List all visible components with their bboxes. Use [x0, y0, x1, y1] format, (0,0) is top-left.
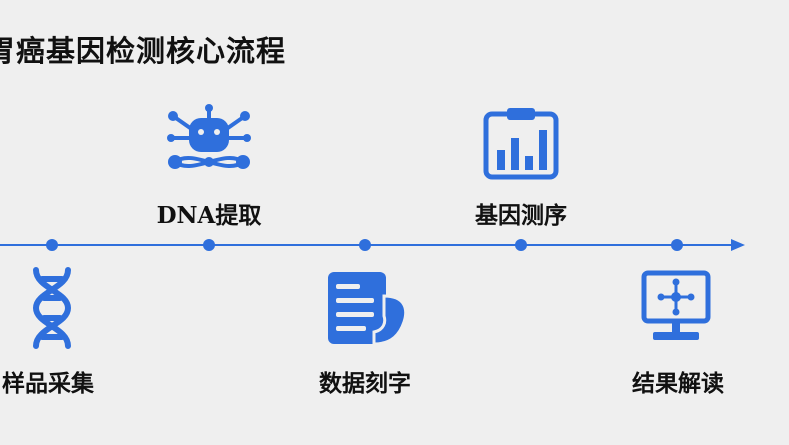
result-monitor-icon — [641, 270, 711, 340]
timeline-dot-1 — [46, 239, 58, 251]
dna-extraction-icon — [167, 104, 251, 169]
step-label-dna-extraction: DNA提取 — [156, 202, 262, 229]
step-label-sequencing: 基因测序 — [475, 202, 567, 229]
sequencing-chart-icon — [483, 108, 559, 180]
step-label-data: 数据刻字 — [319, 370, 411, 397]
timeline-dot-5 — [671, 239, 683, 251]
timeline-dot-4 — [515, 239, 527, 251]
timeline-dot-2 — [203, 239, 215, 251]
timeline-dot-3 — [359, 239, 371, 251]
page-title: 胃癌基因检测核心流程 — [0, 34, 287, 68]
timeline-arrow-icon — [731, 239, 745, 251]
step-label-result: 结果解读 — [632, 370, 724, 397]
dna-helix-icon — [32, 267, 72, 349]
step-label-sample-collection: 样品采集 — [2, 370, 94, 397]
data-document-icon — [328, 272, 408, 346]
